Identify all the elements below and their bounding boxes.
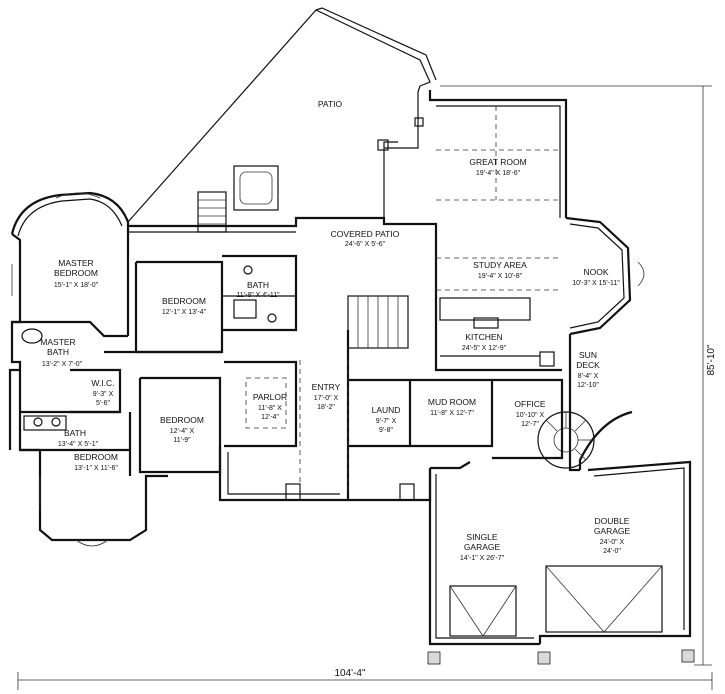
- label-covered-patio: COVERED PATIO: [331, 229, 400, 239]
- size-entry-1: 17'-0" X: [314, 395, 339, 402]
- label-sun-deck-2: DECK: [576, 360, 600, 370]
- size-single-garage: 14'-1" X 26'-7": [460, 555, 505, 562]
- windows: [11, 192, 109, 547]
- size-master-bath: 13'-2" X 7'-0": [42, 361, 83, 368]
- label-master-bath-2: BATH: [47, 347, 69, 357]
- size-kitchen: 24'-5" X 12'-9": [462, 345, 507, 352]
- size-bath-1: 13'-4" X 5'-1": [58, 441, 99, 448]
- size-double-garage-2: 24'-0": [603, 548, 621, 555]
- garage-doors: [427, 565, 695, 665]
- exterior-walls: [8, 90, 692, 646]
- patio-outline: [127, 7, 437, 223]
- size-bath-2: 11'-8" X 4'-11": [236, 292, 280, 299]
- size-bedroom-3: 13'-1" X 11'-6": [74, 465, 118, 472]
- label-single-garage-2: GARAGE: [464, 542, 501, 552]
- overall-width-label: 104'-4": [334, 668, 365, 679]
- label-study-area: STUDY AREA: [473, 260, 527, 270]
- label-great-room: GREAT ROOM: [469, 157, 526, 167]
- label-single-garage-1: SINGLE: [466, 532, 498, 542]
- label-laund: LAUND: [372, 405, 401, 415]
- size-master-bedroom: 15'-1" X 18'-0": [54, 282, 99, 289]
- label-patio: PATIO: [318, 99, 343, 109]
- label-entry: ENTRY: [312, 382, 341, 392]
- label-parlor: PARLOR: [253, 392, 287, 402]
- dimension-lines: [17, 85, 713, 690]
- label-bedroom-1: BEDROOM: [162, 296, 206, 306]
- label-bath-2: BATH: [247, 280, 269, 290]
- overall-depth-label: 85'-10": [706, 344, 717, 375]
- size-study-area: 19'-4" X 10'-8": [478, 273, 523, 280]
- size-bedroom-2-2: 11'-9": [173, 437, 191, 444]
- label-kitchen: KITCHEN: [465, 332, 502, 342]
- size-nook: 10'-3" X 15'-11": [572, 280, 620, 287]
- label-sun-deck-1: SUN: [579, 350, 597, 360]
- front-porch: [218, 360, 432, 502]
- size-office-2: 12'-7": [521, 421, 539, 428]
- size-parlor-1: 11'-8" X: [258, 405, 282, 412]
- label-wic: W.I.C.: [91, 378, 114, 388]
- size-sun-deck-2: 12'-10": [577, 382, 599, 389]
- size-wic-2: 5'-6": [96, 400, 110, 407]
- size-laund-1: 9'-7" X: [376, 418, 397, 425]
- size-bedroom-1: 12'-1" X 13'-4": [162, 309, 207, 316]
- size-sun-deck-1: 8'-4" X: [578, 373, 599, 380]
- size-bedroom-2-1: 12'-4" X: [170, 428, 195, 435]
- label-office: OFFICE: [514, 399, 545, 409]
- label-bedroom-2: BEDROOM: [160, 415, 204, 425]
- label-nook: NOOK: [583, 267, 608, 277]
- bath-fixtures: [21, 265, 277, 431]
- size-entry-2: 18'-2": [317, 404, 335, 411]
- size-laund-2: 9'-8": [379, 427, 393, 434]
- label-double-garage-1: DOUBLE: [595, 516, 630, 526]
- size-wic-1: 9'-3" X: [93, 391, 114, 398]
- label-bath-1: BATH: [64, 428, 86, 438]
- size-office-1: 10'-10" X: [516, 412, 545, 419]
- size-parlor-2: 12'-4": [261, 414, 279, 421]
- size-double-garage-1: 24'-0" X: [600, 539, 625, 546]
- label-master-bath-1: MASTER: [40, 337, 75, 347]
- label-bedroom-3: BEDROOM: [74, 452, 118, 462]
- label-double-garage-2: GARAGE: [594, 526, 631, 536]
- size-great-room: 19'-4" X 18'-6": [476, 170, 521, 177]
- size-covered-patio: 24'-6" X 5'-6": [345, 241, 386, 248]
- label-master-bedroom-1: MASTER: [58, 258, 93, 268]
- label-master-bedroom-2: BEDROOM: [54, 268, 98, 278]
- hot-tub: [197, 165, 279, 233]
- room-labels: PATIO COVERED PATIO 24'-6" X 5'-6" GREAT…: [40, 99, 717, 679]
- size-mud-room: 11'-8" X 12'-7": [430, 410, 474, 417]
- interior-walls: [12, 106, 645, 476]
- label-mud-room: MUD ROOM: [428, 397, 476, 407]
